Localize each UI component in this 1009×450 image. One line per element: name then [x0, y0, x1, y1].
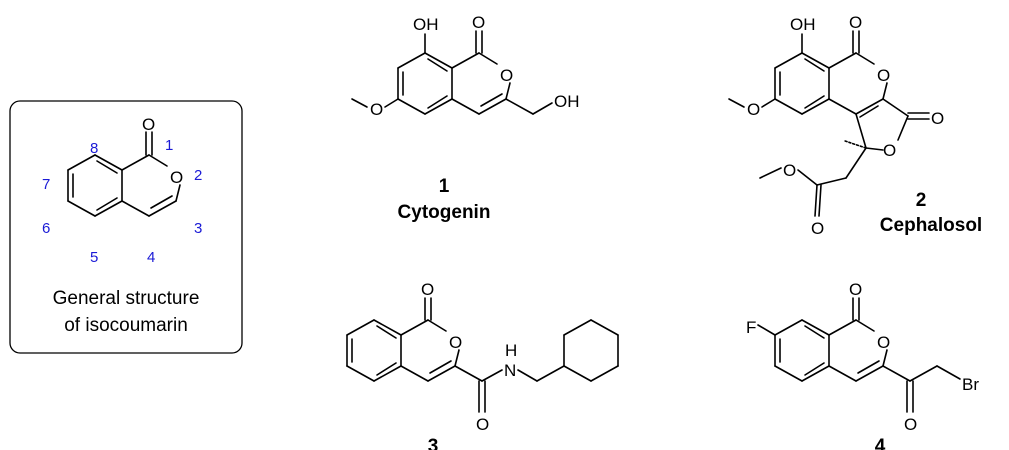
position-7: 7 — [42, 176, 50, 193]
c2-o-methoxy: O — [747, 100, 760, 119]
compound-3-structure — [346, 297, 619, 413]
compound-1-name: Cytogenin — [398, 202, 491, 223]
c1-o-ring: O — [500, 66, 513, 85]
c1-o-methoxy: O — [370, 100, 383, 119]
position-1: 1 — [165, 137, 173, 154]
panel-border — [9, 100, 243, 354]
compound-4-structure — [757, 297, 961, 413]
c3-o-ring: O — [449, 333, 462, 352]
c2-o-lactone-ring: O — [883, 141, 896, 160]
position-4: 4 — [147, 249, 155, 266]
c4-o-carbonyl: O — [849, 280, 862, 299]
c3-o-carbonyl: O — [421, 280, 434, 299]
compound-2-structure — [728, 30, 930, 217]
caption-line-1: General structure — [53, 288, 200, 309]
general-structure-panel: O O 1 2 3 4 5 6 7 8 General structure of… — [9, 100, 243, 354]
c2-o-ring: O — [877, 66, 890, 85]
position-6: 6 — [42, 220, 50, 237]
c4-br: Br — [962, 375, 979, 394]
c2-o-lactone-co: O — [931, 109, 944, 128]
c1-o-carbonyl: O — [472, 13, 485, 32]
position-8: 8 — [90, 140, 98, 157]
position-5: 5 — [90, 249, 98, 266]
caption-line-2: of isocoumarin — [64, 315, 188, 336]
compound-1-structure — [351, 30, 553, 115]
c2-o-ester: O — [783, 161, 796, 180]
c2-o-ester-co: O — [811, 219, 824, 238]
position-3: 3 — [194, 220, 202, 237]
c2-oh-top: OH — [790, 15, 816, 34]
isocoumarin-skeleton — [67, 131, 181, 217]
c4-o-ring: O — [877, 333, 890, 352]
compound-4-id: 4 — [875, 436, 886, 450]
atom-o-carbonyl: O — [142, 115, 155, 134]
c2-o-carbonyl: O — [849, 13, 862, 32]
compound-2-name: Cephalosol — [880, 215, 982, 236]
compound-3-id: 3 — [428, 436, 439, 450]
c3-nh-h: H — [505, 341, 517, 360]
position-2: 2 — [194, 167, 202, 184]
c4-o-ketone: O — [904, 415, 917, 434]
c3-nh-n: N — [504, 361, 516, 380]
c1-oh-side: OH — [554, 92, 580, 111]
c1-oh-top: OH — [413, 15, 439, 34]
compound-2-id: 2 — [916, 190, 927, 211]
compound-1-id: 1 — [439, 176, 450, 197]
c3-o-amide: O — [476, 415, 489, 434]
c4-f: F — [746, 318, 756, 337]
atom-o-ring: O — [170, 168, 183, 187]
